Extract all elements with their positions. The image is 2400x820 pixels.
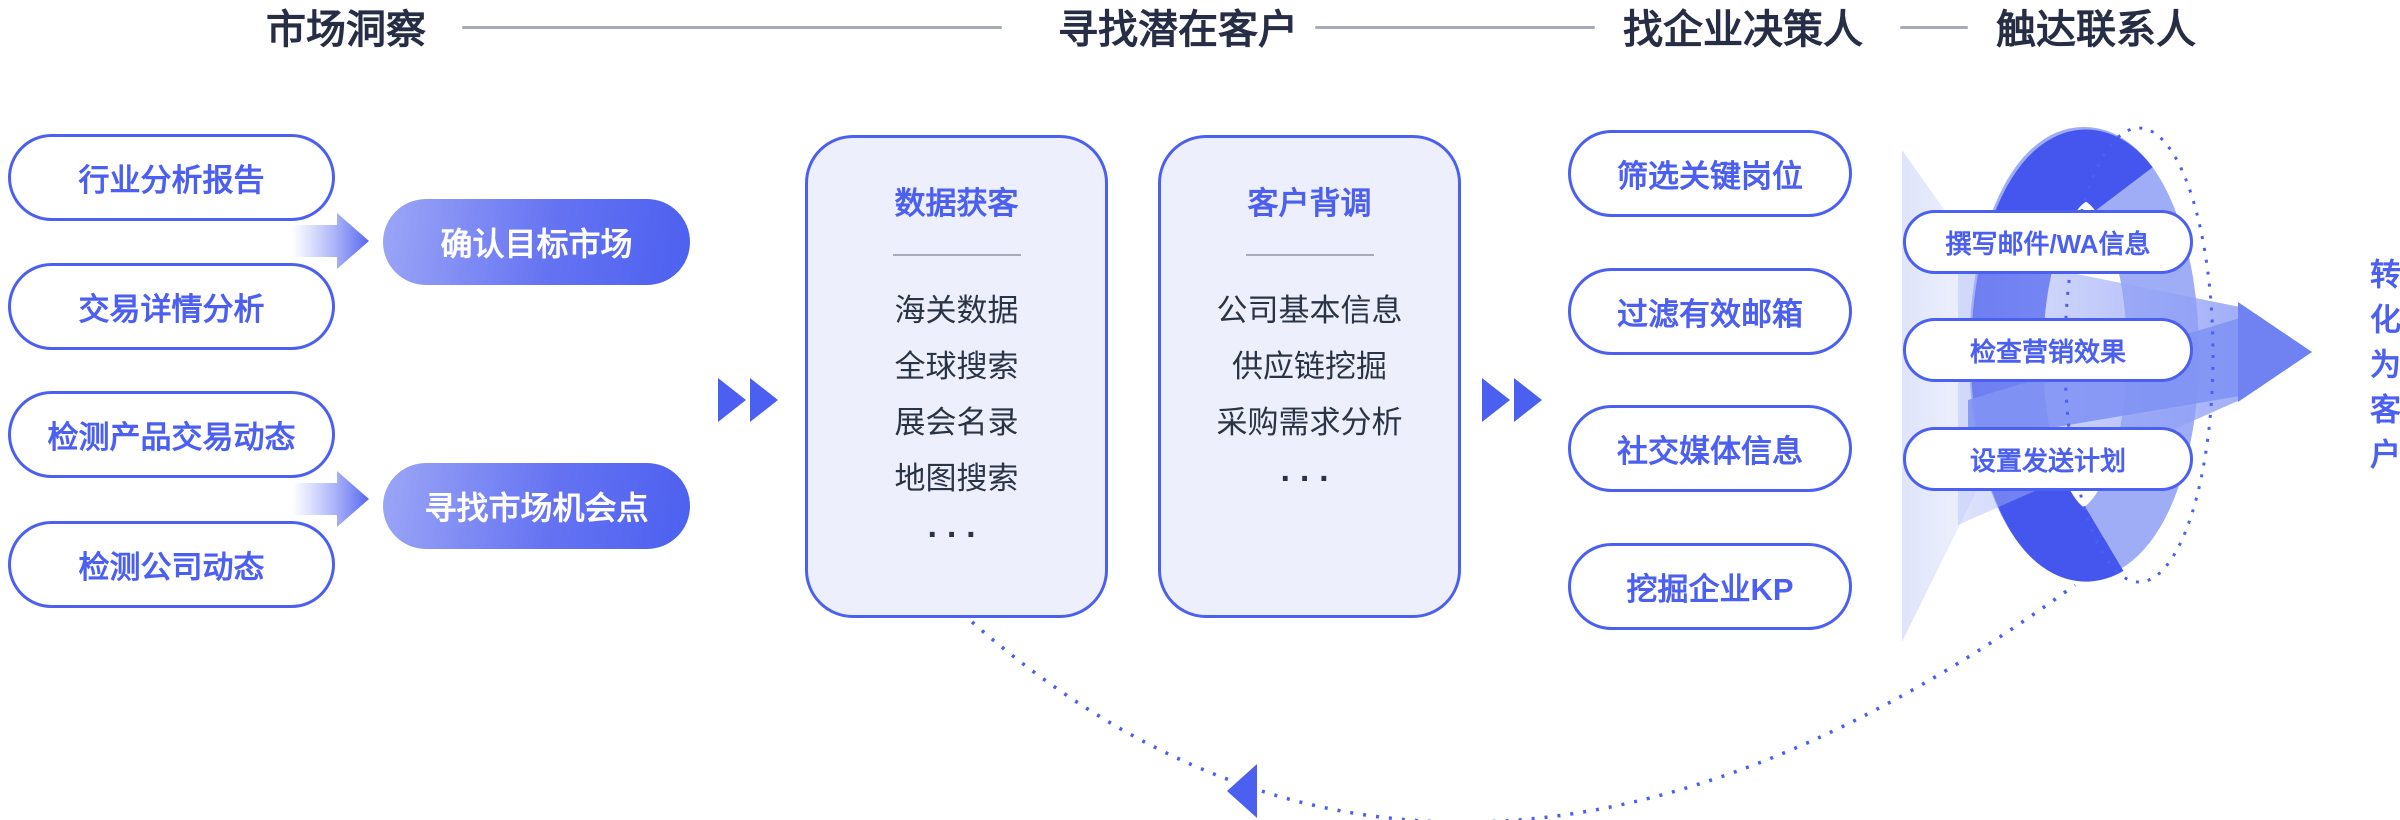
dotted-orbit-icon: [2063, 126, 2215, 584]
card-divider: [892, 254, 1021, 256]
stage-connector-line: [462, 26, 1002, 29]
card-item-ellipsis: ···: [1280, 460, 1339, 498]
card-item: 公司基本信息: [1216, 293, 1403, 328]
card-title: 客户背调: [1247, 186, 1372, 221]
convert-arrow-icon: [2238, 302, 2312, 402]
stage-title-decision-makers: 找企业决策人: [1623, 8, 1863, 52]
goal-pill-market-opportunity: 寻找市场机会点: [383, 463, 690, 549]
decision-pill-key-positions: 筛选关键岗位: [1568, 130, 1852, 217]
return-arrowhead-icon: [1227, 764, 1257, 818]
outreach-pill-check-results: 检查营销效果: [1903, 318, 2193, 382]
card-item: 采购需求分析: [1216, 405, 1403, 440]
input-pill-trade-analysis: 交易详情分析: [8, 263, 335, 350]
stage-connector-line: [1315, 26, 1595, 29]
input-pill-industry-report: 行业分析报告: [8, 134, 335, 221]
decision-pill-social-media: 社交媒体信息: [1568, 405, 1852, 492]
goal-pill-target-market: 确认目标市场: [383, 199, 690, 285]
card-item: 展会名录: [894, 405, 1019, 440]
card-divider: [1245, 254, 1374, 256]
fast-forward-icon: [718, 378, 778, 422]
stage-title-reach-contacts: 触达联系人: [1996, 8, 2196, 52]
fast-forward-icon: [1482, 378, 1542, 422]
card-item: 供应链挖掘: [1232, 349, 1387, 384]
input-pill-company-monitor: 检测公司动态: [8, 521, 335, 608]
stage-title-market-insight: 市场洞察: [266, 8, 426, 52]
outreach-pill-send-schedule: 设置发送计划: [1903, 427, 2193, 491]
decision-pill-valid-emails: 过滤有效邮箱: [1568, 268, 1852, 355]
merge-arrow-icon: [292, 471, 369, 527]
data-acquisition-card: 数据获客 海关数据 全球搜索 展会名录 地图搜索 ···: [805, 135, 1108, 618]
input-pill-product-monitor: 检测产品交易动态: [8, 391, 335, 478]
stage-connector-line: [1900, 26, 1968, 29]
outreach-pill-write-email: 撰写邮件/WA信息: [1903, 210, 2193, 274]
card-item-ellipsis: ···: [927, 516, 986, 554]
decision-pill-company-kp: 挖掘企业KP: [1568, 543, 1852, 630]
card-item: 全球搜索: [894, 349, 1019, 384]
card-item: 地图搜索: [894, 461, 1019, 496]
card-title: 数据获客: [894, 186, 1019, 221]
card-item: 海关数据: [894, 293, 1019, 328]
background-check-card: 客户背调 公司基本信息 供应链挖掘 采购需求分析 ···: [1158, 135, 1461, 618]
stage-title-find-prospects: 寻找潜在客户: [1058, 8, 1298, 52]
result-label-convert-to-customer: 转化为客户: [2365, 258, 2400, 483]
merge-arrow-icon: [292, 213, 369, 269]
